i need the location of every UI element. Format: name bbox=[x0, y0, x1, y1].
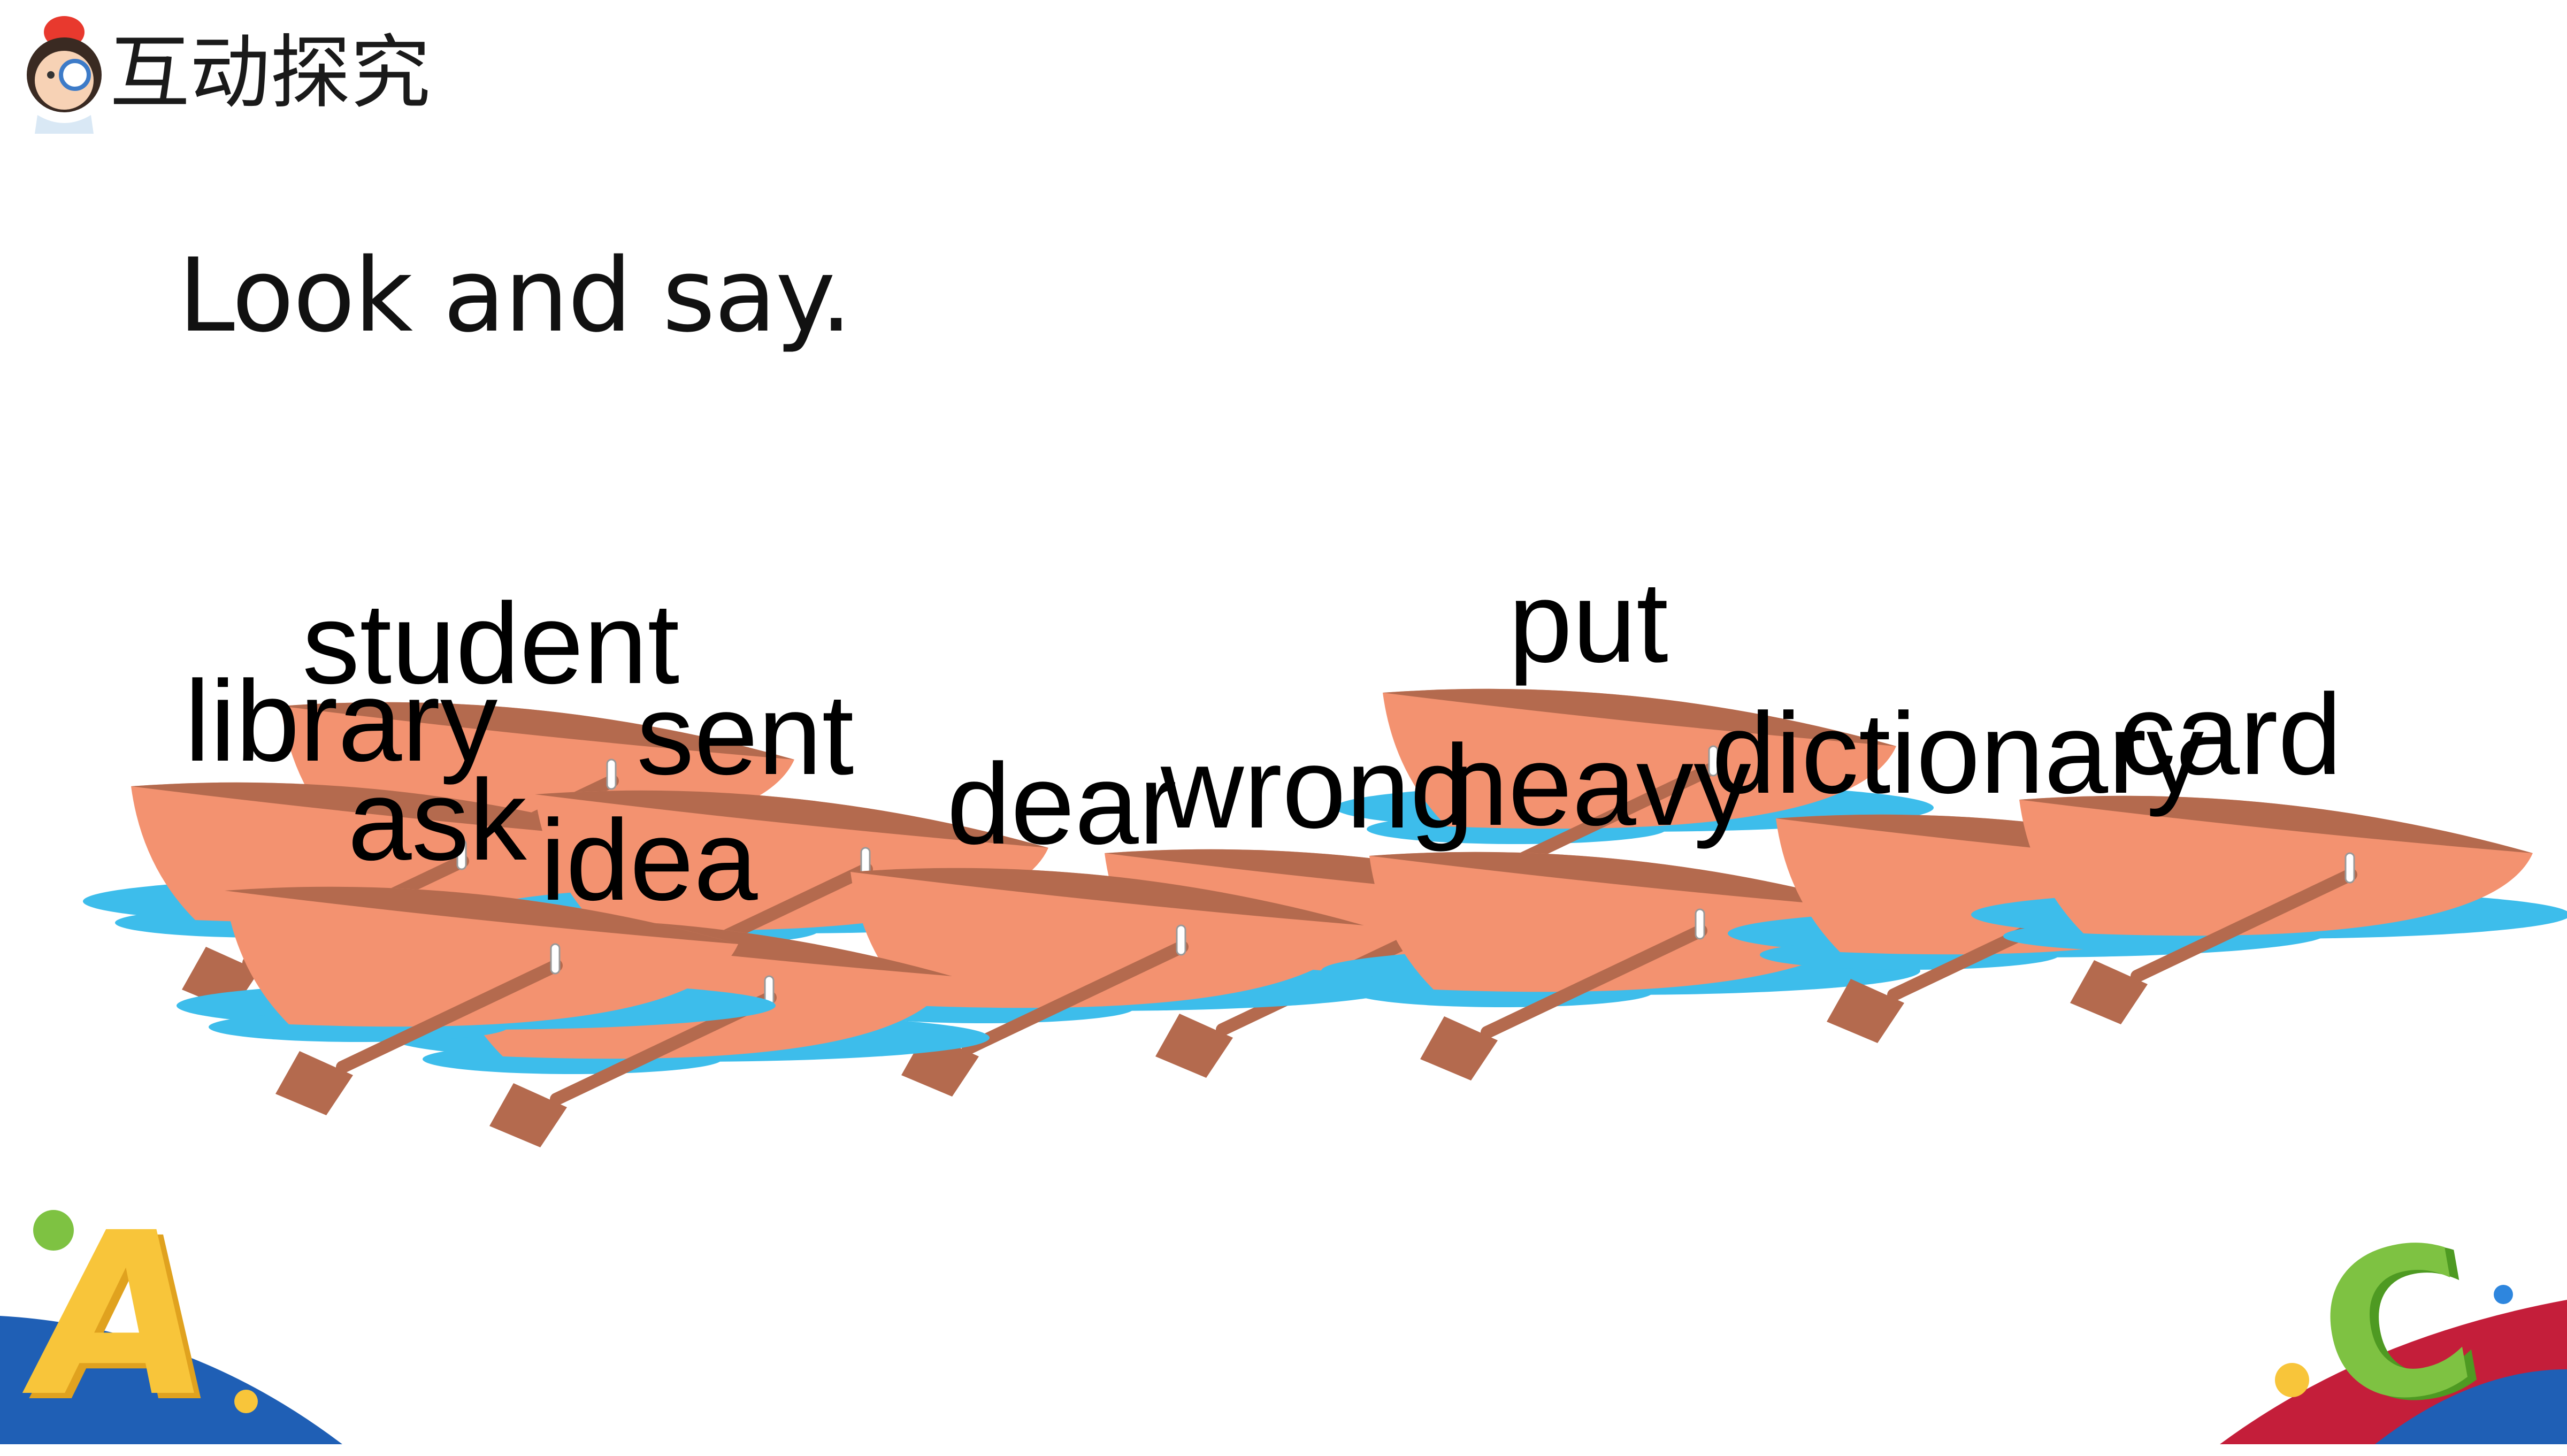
word-card[interactable]: card bbox=[2118, 670, 2342, 799]
word-library[interactable]: library bbox=[185, 656, 498, 785]
instruction-text: Look and say. bbox=[178, 236, 852, 355]
green-dot-decor bbox=[33, 1210, 74, 1251]
girl-with-magnifier-icon bbox=[27, 16, 102, 134]
word-sent[interactable]: sent bbox=[637, 670, 854, 799]
blue-dot-decor bbox=[2494, 1285, 2513, 1304]
word-heavy[interactable]: heavy bbox=[1444, 721, 1751, 849]
word-idea[interactable]: idea bbox=[540, 795, 758, 924]
word-student[interactable]: student bbox=[302, 579, 680, 708]
word-wrong[interactable]: wrong bbox=[1161, 723, 1474, 852]
yellow-dot-decor bbox=[2275, 1363, 2309, 1397]
word-dictionary[interactable]: dictionary bbox=[1712, 688, 2204, 817]
word-dear[interactable]: dear bbox=[947, 739, 1177, 868]
word-put[interactable]: put bbox=[1508, 557, 1668, 686]
section-title: 互动探究 bbox=[110, 27, 431, 120]
word-ask[interactable]: ask bbox=[348, 755, 527, 884]
boat bbox=[1971, 796, 2567, 1024]
blue-wave-decor bbox=[2375, 1369, 2567, 1444]
blue-wave-decor bbox=[0, 1316, 342, 1444]
letter-a-decor: A bbox=[13, 1185, 225, 1446]
yellow-dot-decor bbox=[234, 1390, 258, 1413]
